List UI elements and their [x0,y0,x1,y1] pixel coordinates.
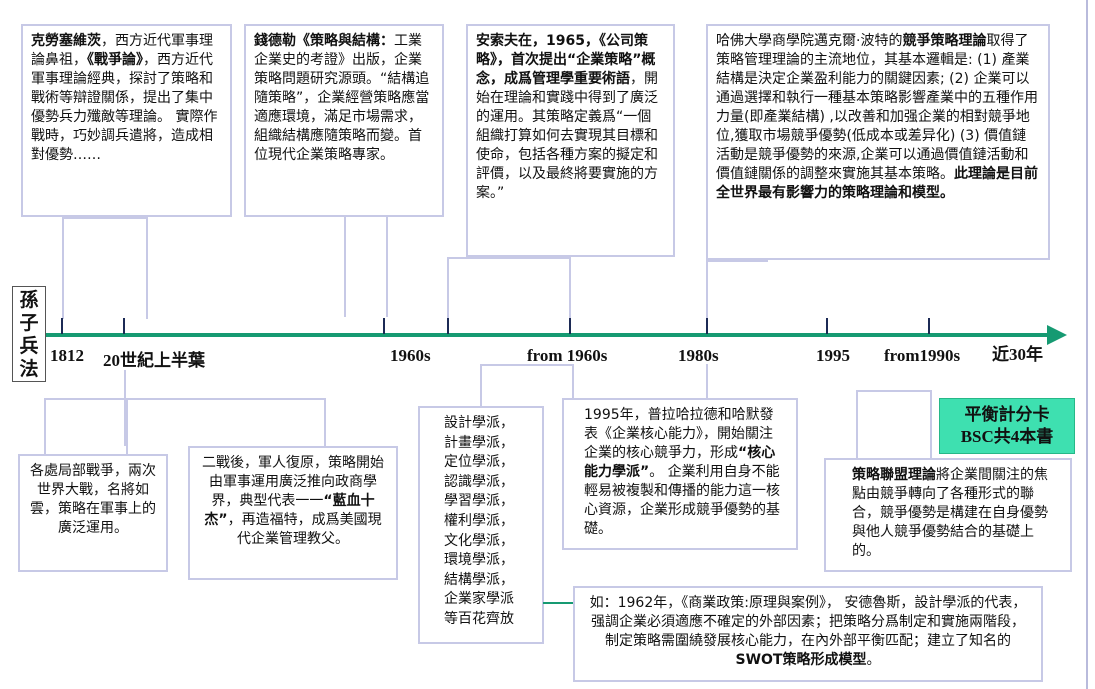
tick-label-1960s: 1960s [390,346,431,365]
school-item: 結構學派， [444,571,514,588]
core-text-2: 。 企業利用自身不能輕易被複製和傳播的能力這一核心資源，企業形成競爭優勢的基礎。 [584,464,780,537]
core-school: “核心能力學派” [584,445,776,480]
tick-20c [123,318,125,334]
chandler-text: 工業企業史的考證》出版，企業策略問題研究源頭。“結構追隨策略”，企業經營策略應當… [254,33,430,163]
connector-postwar [124,370,128,446]
alliance-text: 將企業間關注的焦點由競爭轉向了各種形式的聯合，競爭優勢是構建在自身優勢與他人競爭… [852,467,1048,559]
tick-1995 [826,318,828,334]
school-item: 設計學派， [444,415,514,431]
swot-text-1: 如：1962年，《商業政策:原理與案例》， 安德魯斯，設計學派的代表，强調企業必… [589,595,1027,649]
chandler-box: 錢德勒《策略與結構：工業企業史的考證》出版，企業策略問題研究源頭。“結構追隨策略… [244,24,444,217]
tick-1980s [706,318,708,334]
tick-1812 [61,318,63,334]
wars-text: 各處局部戰爭，兩次世界大戰，名將如雲，策略在軍事上的廣泛運用。 [30,463,156,536]
connector-wars [44,398,128,456]
tick-label-1995: 1995 [816,346,850,365]
tick-label-1812: 1812 [50,346,84,365]
clausewitz-box: 克勞塞維茨，西方近代軍事理論鼻祖，《戰爭論》，西方近代軍事理論經典，探討了策略和… [21,24,232,217]
swot-box: 如：1962年，《商業政策:原理與案例》， 安德魯斯，設計學派的代表，强調企業必… [573,586,1043,682]
porter-box: 哈佛大學商學院邁克爾·波特的競爭策略理論取得了策略管理理論的主流地位，其基本邏輯… [706,24,1050,260]
schools-box: 設計學派， 計畫學派， 定位學派， 認識學派， 學習學派， 權利學派， 文化學派… [418,406,544,644]
clausewitz-text-2: ，西方近代軍事理論經典，探討了策略和戰術等辯證關係，提出了集中優勢兵力殲敵等理論… [31,52,218,163]
postwar-text-1: 二戰後，軍人復原，策略開始由軍事運用廣泛推向政商學界，典型代表一一 [202,455,384,509]
connector-chandler [344,217,388,317]
swot-text-2: 。 [866,652,881,668]
clausewitz-book: 《戰爭論》 [87,52,143,68]
bsc-line-2: BSC共4本書 [960,427,1054,446]
tick-label-from1990s: from1990s [884,346,961,365]
school-item: 等百花齊放 [444,610,514,627]
tick-ansoff [447,318,449,334]
wars-box: 各處局部戰爭，兩次世界大戰，名將如雲，策略在軍事上的廣泛運用。 [18,454,168,572]
school-item: 定位學派， [444,454,514,471]
core-competence-box: 1995年，普拉哈拉德和哈默發表《企業核心能力》，開始關注企業的核心競爭力，形成… [562,398,798,550]
connector-clausewitz [62,217,148,319]
tick-label-20c: 20世紀上半葉 [103,351,205,370]
connector-core [706,364,710,398]
core-text-1: 1995年，普拉哈拉德和哈默發表《企業核心能力》，開始關注企業的核心競爭力，形成 [584,407,774,461]
porter-text-2: 取得了策略管理理論的主流地位，其基本邏輯是: (1) 產業結構是決定企業盈利能力… [716,33,1038,182]
postwar-text-2: ，再造福特，成爲美國現代企業管理教父。 [227,512,382,547]
connector-porter [706,260,768,319]
bsc-box: 平衡計分卡 BSC共4本書 [939,398,1075,454]
connector-ansoff [447,257,571,319]
connector-alliance [856,390,932,460]
alliance-theory: 策略聯盟理論 [852,467,936,483]
right-edge-line [1086,0,1088,689]
bsc-line-1: 平衡計分卡 [964,405,1050,424]
tick-from1960s [569,318,571,334]
clausewitz-name: 克勞塞維茨 [31,33,101,49]
school-item: 認識學派， [444,473,514,490]
connector-schools [480,364,574,408]
ansoff-text: ，開始在理論和實踐中得到了廣泛的運用。其策略定義爲“一個組織打算如何去實現其目標… [476,71,658,201]
ansoff-box: 安索夫在，1965，《公司策略》，首次提出“企業策略”概念，成爲管理學重要術語，… [466,24,675,257]
tick-1960s [383,318,385,334]
porter-conclusion: 此理論是目前全世界最有影響力的策略理論和模型。 [716,166,1038,201]
timeline-axis [46,333,1051,337]
school-item: 企業家學派 [444,591,514,608]
postwar-box: 二戰後，軍人復原，策略開始由軍事運用廣泛推向政商學界，典型代表一一“藍血十杰”，… [188,446,398,580]
school-item: 環境學派， [444,552,514,569]
tick-label-from1960s: from 1960s [527,346,608,365]
tick-label-1980s: 1980s [678,346,719,365]
porter-text-1: 哈佛大學商學院邁克爾·波特的 [716,33,903,49]
swot-model: SWOT策略形成模型 [735,652,867,668]
school-item: 權利學派， [444,512,514,529]
clausewitz-text-1: ，西方近代軍事理論鼻祖， [31,33,213,68]
ansoff-title: 安索夫在，1965，《公司策略》，首次提出“企業策略”概念，成爲管理學重要術語 [476,33,656,87]
alliance-box: 策略聯盟理論將企業間關注的焦點由競爭轉向了各種形式的聯合，競爭優勢是構建在自身優… [824,458,1072,572]
school-item: 計畫學派， [444,434,514,451]
schools-swot-link [543,602,573,604]
connector-postwar-h [124,398,326,448]
porter-theory: 競爭策略理論 [902,33,987,49]
school-item: 學習學派， [444,493,514,510]
postwar-bluebloods: “藍血十杰” [204,493,375,528]
chandler-title: 錢德勒《策略與結構： [254,33,394,49]
timeline-arrow-icon [1047,325,1067,345]
sunzi-label: 孫子兵法 [12,286,46,382]
school-item: 文化學派， [444,532,514,549]
tick-from1990s [928,318,930,334]
tick-label-recent30: 近30年 [992,345,1043,364]
